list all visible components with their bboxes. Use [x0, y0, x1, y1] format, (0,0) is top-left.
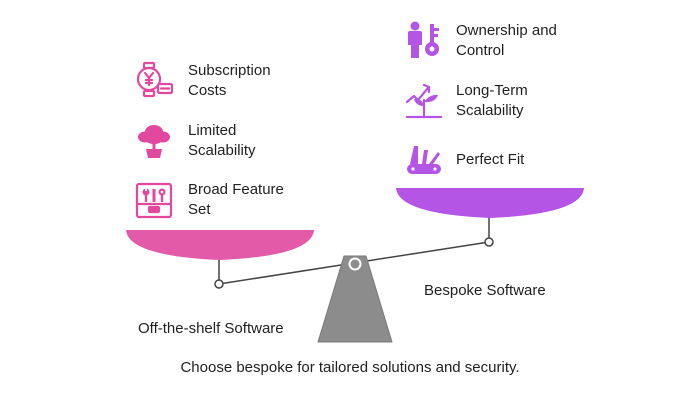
right-side-title: Bespoke Software [424, 282, 546, 299]
swiss-knife-icon [404, 140, 444, 180]
person-key-icon [404, 20, 444, 60]
left-side-title: Off-the-shelf Software [138, 320, 284, 337]
left-pan [126, 230, 314, 260]
potted-tree-icon [134, 120, 174, 160]
growing-plant-icon [404, 80, 444, 120]
left-beam-joint [214, 279, 224, 289]
conclusion-text: Choose bespoke for tailored solutions an… [180, 359, 520, 376]
right-item-3-label: Perfect Fit [456, 151, 525, 168]
right-pan [396, 188, 584, 218]
toolbox-icon [134, 180, 174, 220]
fulcrum-pyramid [317, 255, 393, 343]
right-beam-joint [484, 237, 494, 247]
fulcrum-pivot [348, 257, 362, 271]
watch-money-icon [134, 60, 174, 100]
